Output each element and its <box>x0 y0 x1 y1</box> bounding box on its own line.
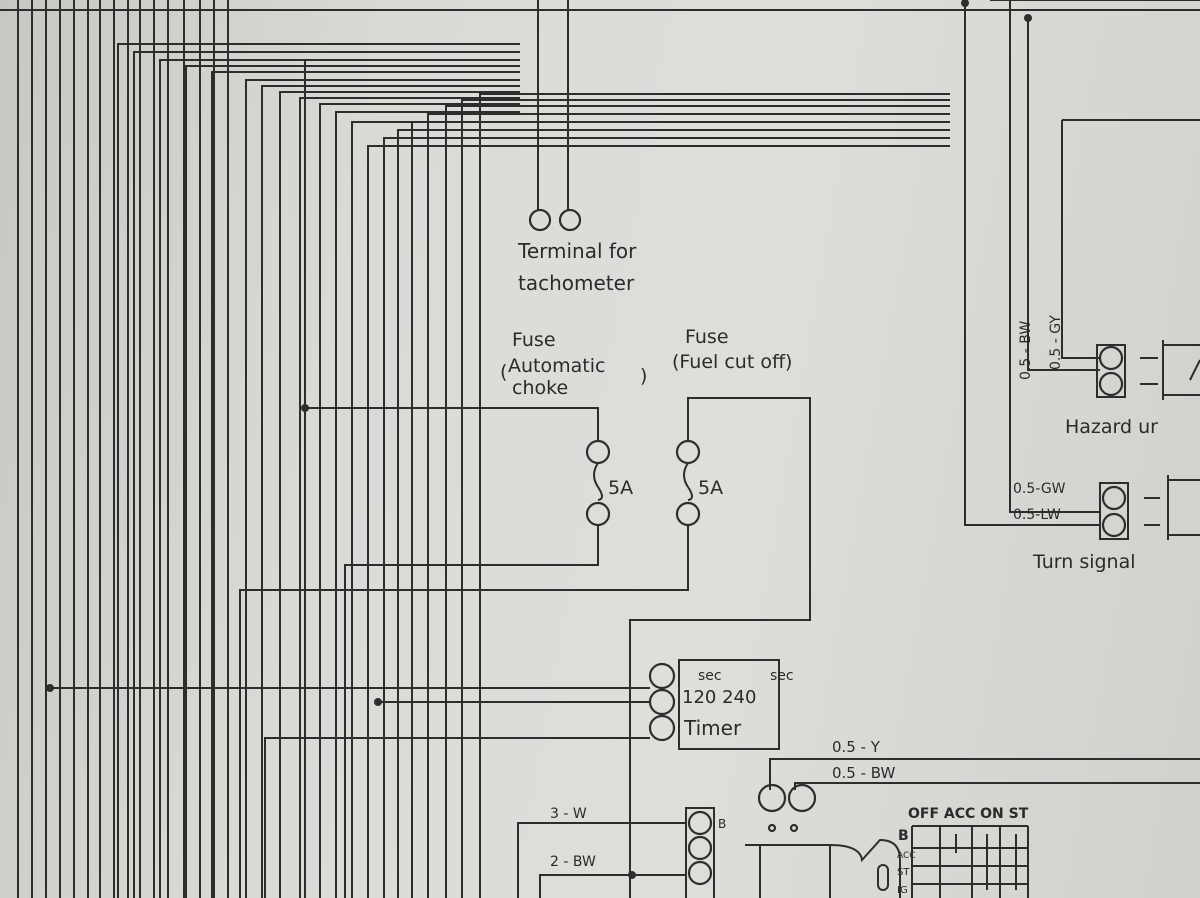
wire <box>117 43 520 898</box>
wire <box>461 99 950 898</box>
tachometer-terminal: Terminal for tachometer <box>517 0 637 295</box>
svg-text:ACC: ACC <box>897 851 916 861</box>
ignition-switch: 0.5 - Y 0.5 - BW 3 - W 2 - BW B OFF ACC … <box>517 738 1200 898</box>
tachometer-label-2: tachometer <box>518 271 635 295</box>
hazard-wire-bw: 0.5 - BW <box>1018 321 1034 380</box>
svg-text:choke: choke <box>512 377 568 399</box>
fuse2-subtitle: (Fuel cut off) <box>672 351 792 373</box>
wire <box>319 103 520 898</box>
fuse-fuel-cut-off: Fuse (Fuel cut off) 5A <box>239 326 811 898</box>
turn-signal-label: Turn signal <box>1032 551 1136 573</box>
hazard-turn-signal: 0.5 - BW 0.5 - GY Hazard ur 0.5-GW 0.5-L… <box>961 0 1200 573</box>
wire-label-05y: 0.5 - Y <box>832 738 881 756</box>
tachometer-label-1: Terminal for <box>517 239 637 263</box>
timer-sec-2: sec <box>770 668 794 684</box>
wire <box>427 113 950 898</box>
wire <box>279 91 520 898</box>
wire <box>397 129 950 898</box>
turn-wire-gw: 0.5-GW <box>1013 481 1066 497</box>
fuse1-subtitle: Automatic <box>508 355 605 377</box>
wire <box>299 97 520 898</box>
wire-label-3w: 3 - W <box>550 806 587 822</box>
svg-text:B: B <box>718 817 726 831</box>
wire <box>245 79 520 898</box>
hazard-wire-gy: 0.5 - GY <box>1048 315 1064 370</box>
hazard-unit-label: Hazard ur <box>1065 416 1158 438</box>
wire <box>411 121 950 898</box>
switch-positions-header: OFF ACC ON ST <box>908 806 1029 822</box>
svg-text:ST: ST <box>897 867 910 878</box>
fuse2-title: Fuse <box>685 326 729 348</box>
fuse1-rating: 5A <box>608 477 633 499</box>
timer-label: Timer <box>683 716 742 740</box>
svg-text:B: B <box>898 828 909 844</box>
wire <box>383 137 950 898</box>
fuse1-title: Fuse <box>512 329 556 351</box>
wire <box>185 65 520 898</box>
timer-values: 120 240 <box>682 687 756 708</box>
wire <box>159 59 520 898</box>
wire-label-05bw: 0.5 - BW <box>832 764 896 782</box>
wire <box>367 145 950 898</box>
timer-unit: sec sec 120 240 Timer <box>46 659 794 898</box>
wire <box>445 105 950 898</box>
svg-text:(: ( <box>500 361 507 383</box>
timer-sec-1: sec <box>698 668 722 684</box>
wire <box>261 85 520 898</box>
wire <box>211 71 520 898</box>
fuse2-rating: 5A <box>698 477 723 499</box>
wire <box>479 93 950 898</box>
wire <box>133 51 520 898</box>
fuse-automatic-choke: Fuse ( Automatic choke ) 5A <box>301 329 647 898</box>
wire <box>335 111 520 898</box>
svg-text:IG: IG <box>897 885 908 896</box>
svg-text:): ) <box>640 365 647 387</box>
turn-wire-lw: 0.5-LW <box>1013 507 1061 523</box>
wire-label-2bw: 2 - BW <box>550 854 596 870</box>
